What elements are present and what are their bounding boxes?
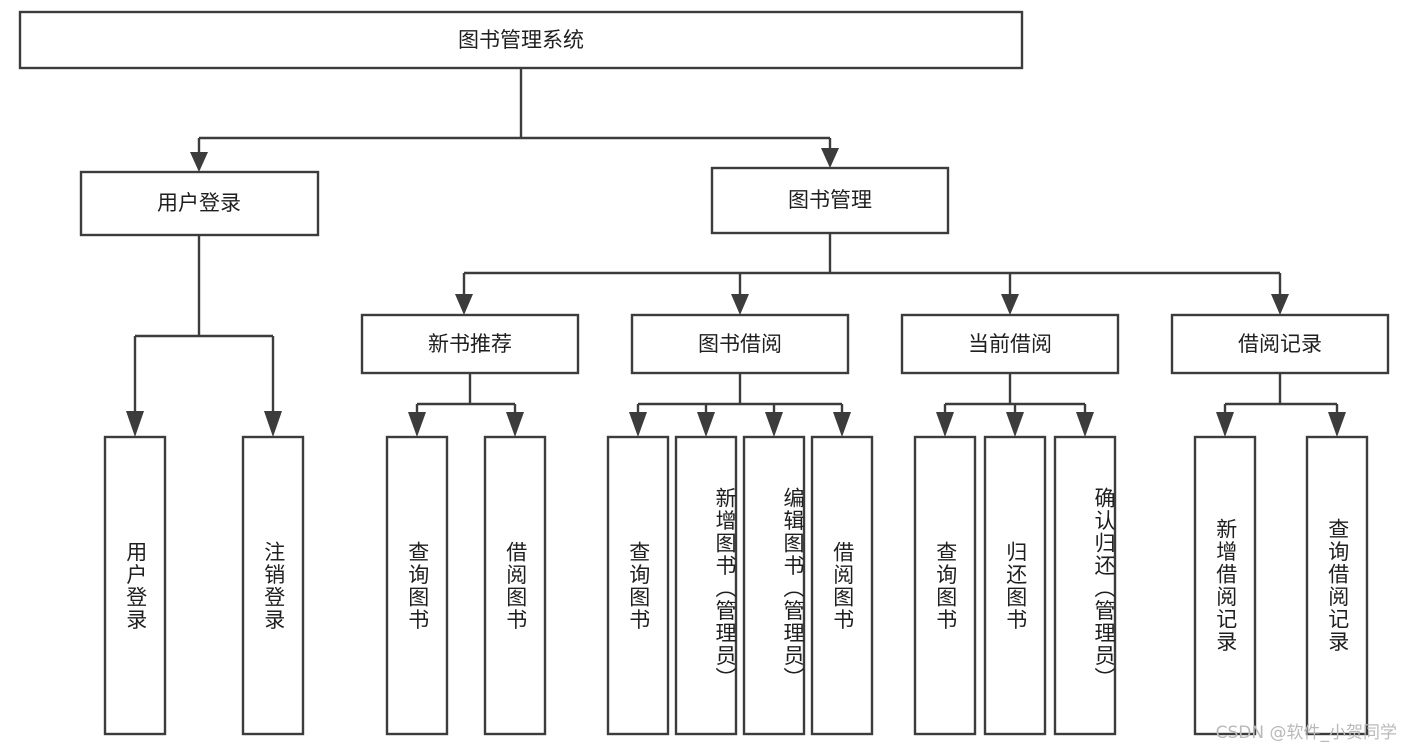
arrow-bm-3-icon <box>1001 294 1019 315</box>
node-leaf-query-book-3[interactable] <box>913 435 977 736</box>
arrow-bm-1-icon <box>455 294 473 315</box>
node-leaf-borrow-book-2[interactable] <box>810 435 874 736</box>
node-leaf-add-book-admin[interactable] <box>674 435 738 736</box>
arrow-cb-2-icon <box>1006 412 1024 437</box>
arrow-bm-2-icon <box>731 294 749 315</box>
node-leaf-return-book[interactable] <box>983 435 1047 736</box>
connector-layer <box>126 68 1346 437</box>
node-leaf-user-login[interactable] <box>103 435 167 736</box>
arrow-nb-1-icon <box>408 412 426 437</box>
node-user-login-label: 用户登录 <box>157 191 241 215</box>
arrow-root-to-book-manage-icon <box>821 148 839 168</box>
arrow-root-to-user-login-icon <box>190 152 208 172</box>
arrow-br-2-icon <box>1328 412 1346 437</box>
arrow-bb-1-icon <box>629 412 647 437</box>
node-leaf-query-borrow-record[interactable] <box>1305 435 1369 736</box>
node-user-login[interactable] <box>79 170 320 237</box>
node-book-borrow-label: 图书借阅 <box>698 332 782 356</box>
node-leaf-logout[interactable] <box>241 435 305 736</box>
node-book-borrow[interactable] <box>630 313 850 375</box>
node-new-book-recommend[interactable] <box>360 313 580 375</box>
arrow-bm-4-icon <box>1271 294 1289 315</box>
arrow-cb-3-icon <box>1076 412 1094 437</box>
node-leaf-borrow-book-1[interactable] <box>483 435 547 736</box>
node-leaf-confirm-return-admin[interactable] <box>1053 435 1117 736</box>
arrow-cb-1-icon <box>936 412 954 437</box>
arrow-br-1-icon <box>1216 412 1234 437</box>
node-layer: 图书管理系统 用户登录 图书管理 新书推荐 图书借阅 当前借阅 借阅记录 <box>18 10 1390 736</box>
node-book-management[interactable] <box>710 166 950 235</box>
node-leaf-edit-book-admin[interactable] <box>742 435 806 736</box>
csdn-watermark: CSDN @软件_小贺同学 <box>1215 723 1397 743</box>
node-new-book-recommend-label: 新书推荐 <box>428 332 512 356</box>
node-borrow-record[interactable] <box>1170 313 1390 375</box>
node-book-management-label: 图书管理 <box>788 188 872 212</box>
node-root-book-management-system[interactable] <box>18 10 1024 70</box>
node-borrow-record-label: 借阅记录 <box>1238 332 1322 356</box>
arrow-ul-1-icon <box>126 411 144 437</box>
node-leaf-add-borrow-record[interactable] <box>1193 435 1257 736</box>
arrow-ul-2-icon <box>264 411 282 437</box>
node-leaf-query-book-2[interactable] <box>606 435 670 736</box>
node-leaf-query-book-1[interactable] <box>385 435 449 736</box>
node-current-borrow-label: 当前借阅 <box>968 332 1052 356</box>
arrow-bb-3-icon <box>765 412 783 437</box>
node-root-label: 图书管理系统 <box>458 28 584 52</box>
node-current-borrow[interactable] <box>900 313 1120 375</box>
arrow-bb-4-icon <box>833 412 851 437</box>
arrow-bb-2-icon <box>697 412 715 437</box>
arrow-nb-2-icon <box>506 412 524 437</box>
